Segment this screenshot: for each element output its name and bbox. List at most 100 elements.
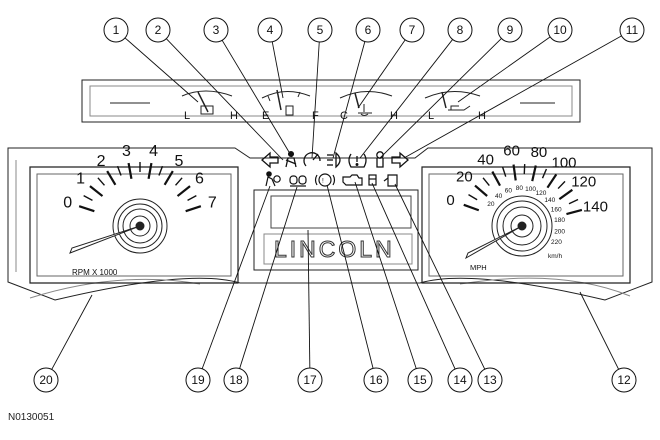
right-turn-arrow-icon (391, 151, 409, 169)
tach-scale-label: 3 (122, 143, 131, 160)
speedo-ticks (463, 164, 583, 216)
oil-high-label: H (478, 110, 486, 122)
tach-scale-label: 1 (76, 171, 85, 188)
callout-leader-line (311, 41, 320, 159)
thermometer-icon (358, 104, 372, 116)
indicator-row-top (261, 150, 409, 169)
left-turn-arrow-icon (261, 151, 279, 169)
callout-leader-line (165, 38, 284, 161)
svg-text:!: ! (322, 178, 324, 185)
door-ajar-icon (383, 174, 398, 187)
speedo-minor-tick (468, 194, 478, 201)
tach-minor-tick (116, 165, 122, 176)
battery-high-label: H (230, 110, 238, 122)
speedo-needle (465, 225, 523, 260)
kmh-scale-label: 140 (544, 197, 555, 204)
callout-leader-line (201, 185, 271, 369)
callout-number: 8 (457, 23, 464, 37)
battery-icon (200, 105, 214, 115)
callout-bubble (223, 367, 249, 393)
callout-number: 10 (553, 23, 567, 37)
tach-major-tick (176, 185, 191, 197)
callout-bubble (33, 367, 59, 393)
callout-leader-line (457, 36, 551, 103)
speedo-minor-tick (541, 168, 548, 179)
callout-bubble (477, 367, 503, 393)
speedo-major-tick (546, 173, 558, 189)
mph-scale-label: 0 (446, 192, 454, 209)
speed-control-icon (303, 152, 321, 167)
speedo-major-tick (491, 171, 501, 187)
fuel-full-label: F (312, 110, 319, 122)
tach-scale-label: 7 (208, 195, 217, 212)
brake-warning-icon: ! (314, 173, 336, 187)
tach-major-tick (147, 162, 153, 179)
callout-number: 3 (213, 23, 220, 37)
cluster-housing (7, 147, 653, 301)
callout-number: 9 (507, 23, 514, 37)
speedo-minor-tick (501, 166, 507, 177)
kmh-scale-label: 80 (516, 185, 524, 192)
speedo-major-tick (463, 203, 480, 212)
fuel-gauge (261, 89, 311, 116)
callout-leader-line (307, 229, 311, 369)
mph-scale-label: 40 (477, 151, 494, 168)
mph-scale-label: 120 (571, 174, 596, 191)
callout-bubble (355, 17, 381, 43)
speedo-minor-tick (568, 198, 579, 205)
callout-leader-line (579, 291, 620, 370)
speedo-major-tick (566, 208, 583, 216)
callout-leader-line (124, 37, 199, 103)
callout-bubble (497, 17, 523, 43)
callout-bubble (307, 17, 333, 43)
tach-minor-tick (83, 195, 93, 202)
callout-number: 18 (229, 373, 243, 387)
tach-ticks (78, 162, 202, 213)
tach-scale-label: 2 (97, 153, 106, 170)
callout-leader-line (51, 294, 93, 370)
speedo-major-tick (531, 165, 537, 182)
kmh-scale-label: 220 (551, 239, 562, 246)
callout-bubble (185, 367, 211, 393)
callout-bubble (103, 17, 129, 43)
callout-leader-line (221, 40, 293, 158)
callout-number: 15 (413, 373, 427, 387)
callout-bubble (407, 367, 433, 393)
callout-number: 20 (39, 373, 53, 387)
callout-bubble (547, 17, 573, 43)
message-display (270, 195, 412, 229)
fuel-empty-label: E (262, 110, 269, 122)
tach-major-tick (106, 170, 117, 186)
kmh-scale-label: 180 (554, 217, 565, 224)
tach-scale-label: 0 (63, 195, 72, 212)
callout-leader-line (326, 184, 374, 369)
speedo-minor-tick (482, 177, 490, 186)
high-beam-icon (289, 175, 307, 187)
callout-number: 16 (369, 373, 383, 387)
check-engine-icon (342, 174, 363, 186)
kmh-unit-label: km/h (548, 253, 562, 260)
callout-bubble (399, 17, 425, 43)
mph-scale-label: 20 (456, 168, 473, 185)
callout-bubble (297, 367, 323, 393)
callout-leader-line (403, 35, 622, 159)
speedo-major-tick (474, 184, 488, 197)
tire-pressure-icon (348, 153, 367, 168)
oil-gauge (424, 91, 481, 111)
tach-scale-label: 4 (149, 143, 158, 160)
fuel-pump-icon (285, 105, 294, 116)
callout-number: 7 (409, 23, 416, 37)
callout-leader-line (359, 39, 453, 159)
callout-bubble (203, 17, 229, 43)
center-display (253, 189, 419, 271)
callout-leader-line (394, 183, 486, 370)
tach-scale-label: 6 (195, 171, 204, 188)
callout-leader-line (379, 38, 502, 159)
callout-bubble (611, 367, 637, 393)
callout-leader-line (332, 41, 366, 159)
